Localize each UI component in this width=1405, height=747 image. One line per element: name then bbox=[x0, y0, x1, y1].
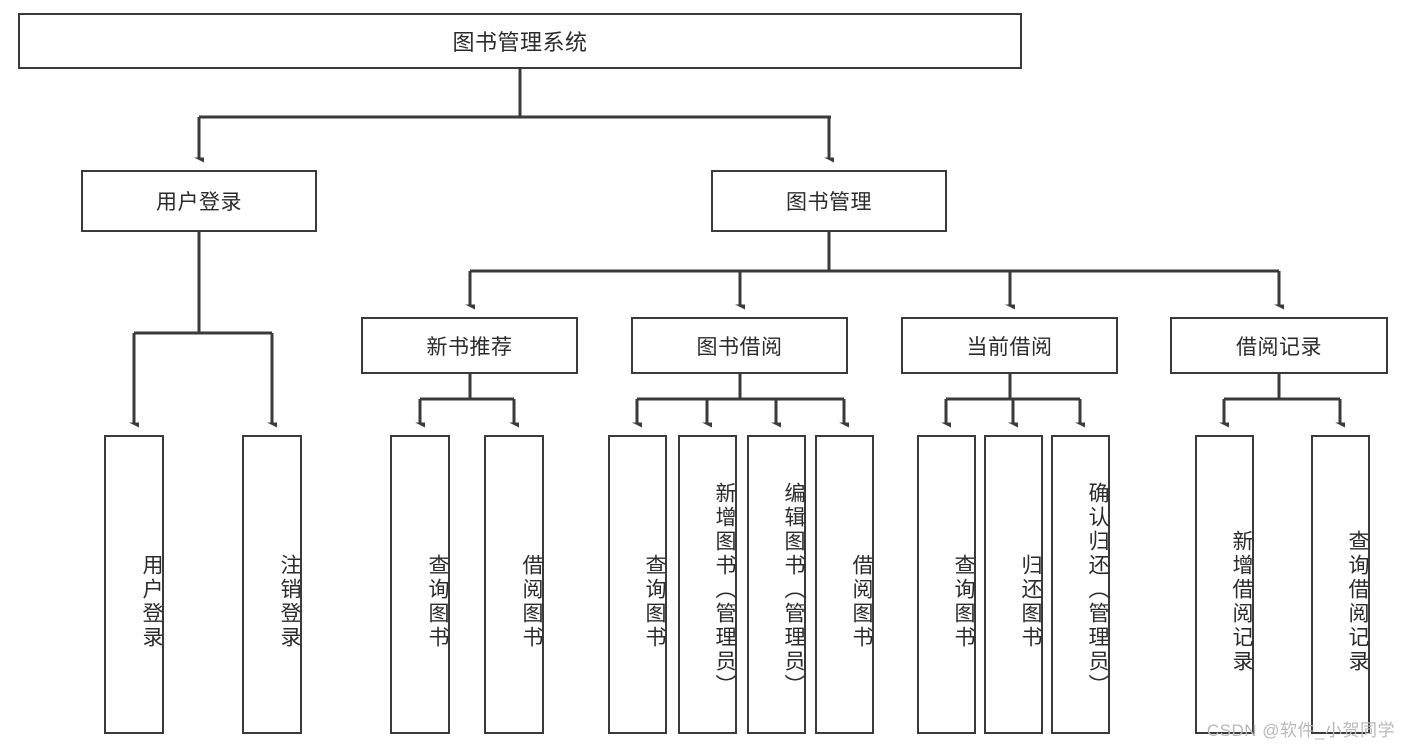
node-current-borrow[interactable]: 当前借阅 bbox=[901, 317, 1118, 374]
node-book-management[interactable]: 图书管理 bbox=[711, 170, 947, 232]
node-borrow-record[interactable]: 借阅记录 bbox=[1170, 317, 1388, 374]
leaf-borrow-book[interactable]: 借阅图书 bbox=[815, 435, 874, 734]
leaf-add-book-admin[interactable]: 新增图书（管理员） bbox=[678, 435, 737, 734]
node-root[interactable]: 图书管理系统 bbox=[18, 13, 1022, 69]
leaf-query-borrow-record[interactable]: 查询借阅记录 bbox=[1311, 435, 1370, 734]
leaf-edit-book-admin[interactable]: 编辑图书（管理员） bbox=[747, 435, 806, 734]
node-book-borrow[interactable]: 图书借阅 bbox=[631, 317, 848, 374]
node-new-book-recommend[interactable]: 新书推荐 bbox=[361, 317, 578, 374]
leaf-add-borrow-record[interactable]: 新增借阅记录 bbox=[1195, 435, 1254, 734]
leaf-return-book[interactable]: 归还图书 bbox=[984, 435, 1043, 734]
leaf-borrow-book-recommend[interactable]: 借阅图书 bbox=[484, 435, 544, 734]
leaf-logout[interactable]: 注销登录 bbox=[242, 435, 302, 734]
leaf-query-book-recommend[interactable]: 查询图书 bbox=[390, 435, 450, 734]
node-user-login[interactable]: 用户登录 bbox=[81, 170, 317, 232]
leaf-confirm-return-admin[interactable]: 确认归还（管理员） bbox=[1051, 435, 1110, 734]
leaf-user-login[interactable]: 用户登录 bbox=[104, 435, 164, 734]
leaf-query-book-current[interactable]: 查询图书 bbox=[917, 435, 976, 734]
leaf-query-book-borrow[interactable]: 查询图书 bbox=[608, 435, 667, 734]
csdn-watermark: CSDN @软件_小贺同学 bbox=[1206, 721, 1395, 740]
